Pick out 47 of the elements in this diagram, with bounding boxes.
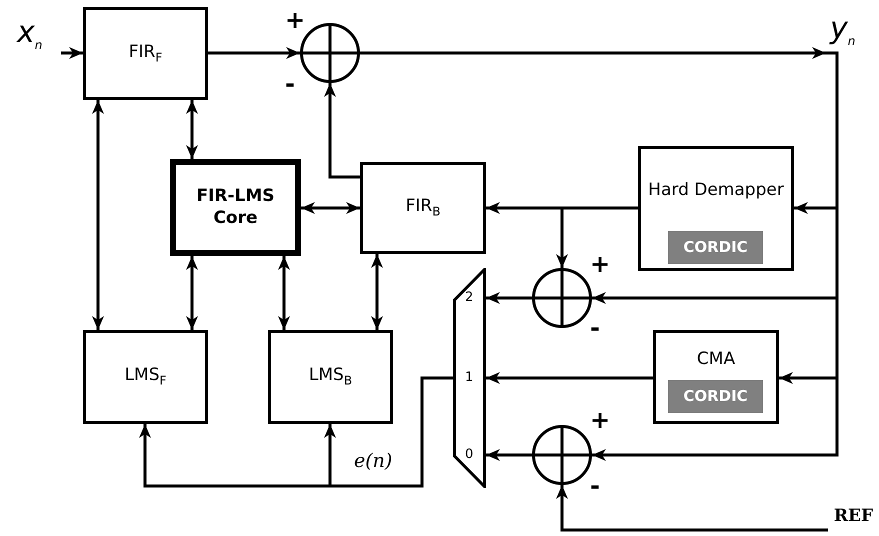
sign-label: - bbox=[590, 316, 600, 340]
box-label: Hard Demapper bbox=[648, 180, 784, 202]
sign-label: - bbox=[285, 72, 295, 96]
process-box bbox=[653, 330, 779, 424]
input-number: 1 bbox=[465, 370, 474, 386]
double-arrow bbox=[186, 100, 198, 159]
sign-label: + bbox=[590, 408, 610, 432]
double-arrow bbox=[278, 256, 290, 330]
sub-block bbox=[668, 380, 763, 413]
box-label: FIR$_{F}$ bbox=[128, 42, 162, 66]
process-box bbox=[83, 7, 208, 100]
arrow bbox=[208, 47, 300, 59]
double-arrow bbox=[92, 100, 104, 330]
process-box bbox=[170, 159, 301, 256]
box-label: LMS$_{B}$ bbox=[308, 365, 352, 389]
input-number: 2 bbox=[465, 290, 474, 306]
arrow bbox=[324, 376, 453, 488]
edge-label: e(n) bbox=[352, 450, 394, 472]
arrow bbox=[486, 449, 532, 461]
double-arrow bbox=[301, 202, 360, 214]
box-label: CORDIC bbox=[683, 238, 748, 257]
box-label: CORDIC bbox=[683, 387, 748, 406]
arrow bbox=[556, 485, 828, 532]
arrow bbox=[486, 372, 653, 384]
sub-block bbox=[668, 231, 763, 264]
sign-label: - bbox=[590, 474, 600, 498]
process-box bbox=[83, 330, 208, 424]
double-arrow bbox=[371, 254, 383, 330]
process-box bbox=[268, 330, 393, 424]
sign-label: + bbox=[285, 8, 306, 32]
arrow bbox=[486, 292, 532, 304]
box-label: FIR$_{B}$ bbox=[406, 196, 440, 220]
box-label: LMS$_{F}$ bbox=[124, 365, 166, 389]
arrow bbox=[324, 83, 360, 178]
box-label: CMA bbox=[696, 349, 736, 371]
signal-label: y$_{n}$ bbox=[830, 10, 856, 48]
arrow bbox=[360, 52, 838, 461]
arrow bbox=[61, 47, 83, 59]
process-box bbox=[638, 146, 794, 271]
box-label: FIR-LMS Core bbox=[195, 186, 276, 229]
arrow bbox=[556, 206, 638, 268]
process-box bbox=[360, 162, 486, 254]
sign-label: + bbox=[590, 252, 610, 276]
signal-label: REF bbox=[834, 506, 874, 528]
signal-label: x$_{n}$ bbox=[17, 14, 42, 52]
input-number: 0 bbox=[465, 447, 474, 464]
double-arrow bbox=[186, 256, 198, 330]
